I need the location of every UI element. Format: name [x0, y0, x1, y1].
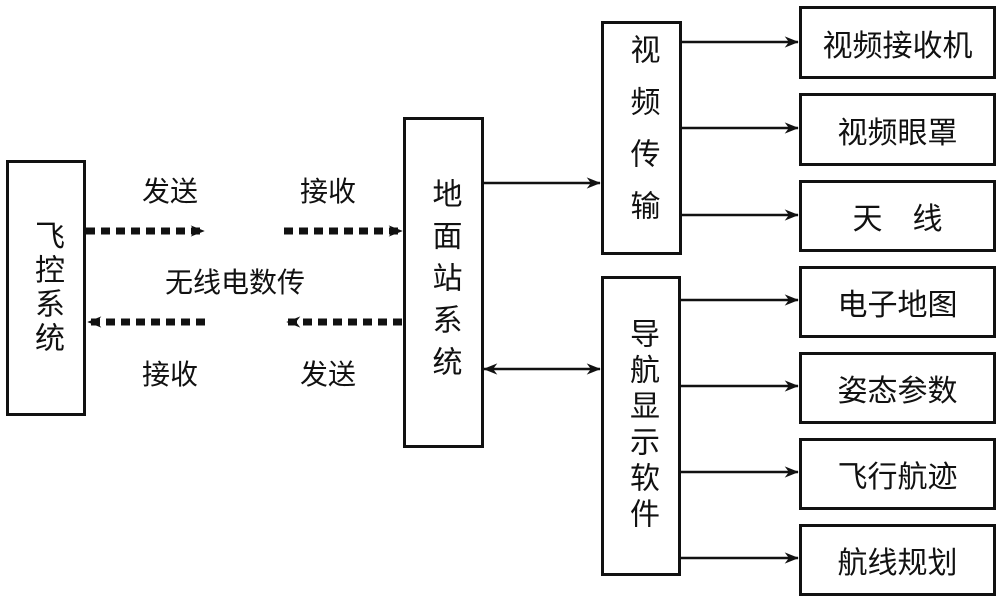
radio-link-title: 无线电数传: [165, 266, 306, 299]
flight-control-label: 飞控系统: [29, 220, 64, 356]
nav-software-label: 导航显示软件: [624, 318, 659, 534]
nav-output-label: 电子地图: [837, 288, 958, 323]
video-transmission-label: 视频传输: [624, 34, 660, 242]
uplink-receive-label: 接收: [300, 175, 357, 208]
nav-output-box: 飞行航迹: [799, 438, 996, 510]
video-transmission-box: 视频传输: [601, 21, 682, 255]
downlink-receive-label: 接收: [142, 358, 199, 391]
nav-output-label: 航线规划: [837, 546, 958, 581]
video-output-box: 天 线: [799, 180, 996, 252]
video-output-box: 视频接收机: [799, 6, 996, 79]
nav-output-box: 航线规划: [799, 524, 996, 596]
downlink-send-label: 发送: [300, 358, 357, 391]
ground-station-label: 地面站系统: [426, 177, 462, 388]
flight-control-box: 飞控系统: [6, 160, 86, 416]
ground-station-box: 地面站系统: [403, 117, 484, 448]
nav-output-label: 姿态参数: [837, 374, 958, 409]
video-output-label: 视频接收机: [822, 28, 973, 64]
nav-output-label: 飞行航迹: [837, 460, 958, 495]
uplink-send-label: 发送: [142, 175, 199, 208]
nav-output-box: 姿态参数: [799, 352, 996, 424]
video-output-label: 天 线: [852, 202, 943, 237]
video-output-label: 视频眼罩: [837, 115, 958, 151]
nav-output-box: 电子地图: [799, 266, 996, 338]
nav-software-box: 导航显示软件: [601, 276, 681, 576]
video-output-box: 视频眼罩: [799, 93, 996, 166]
